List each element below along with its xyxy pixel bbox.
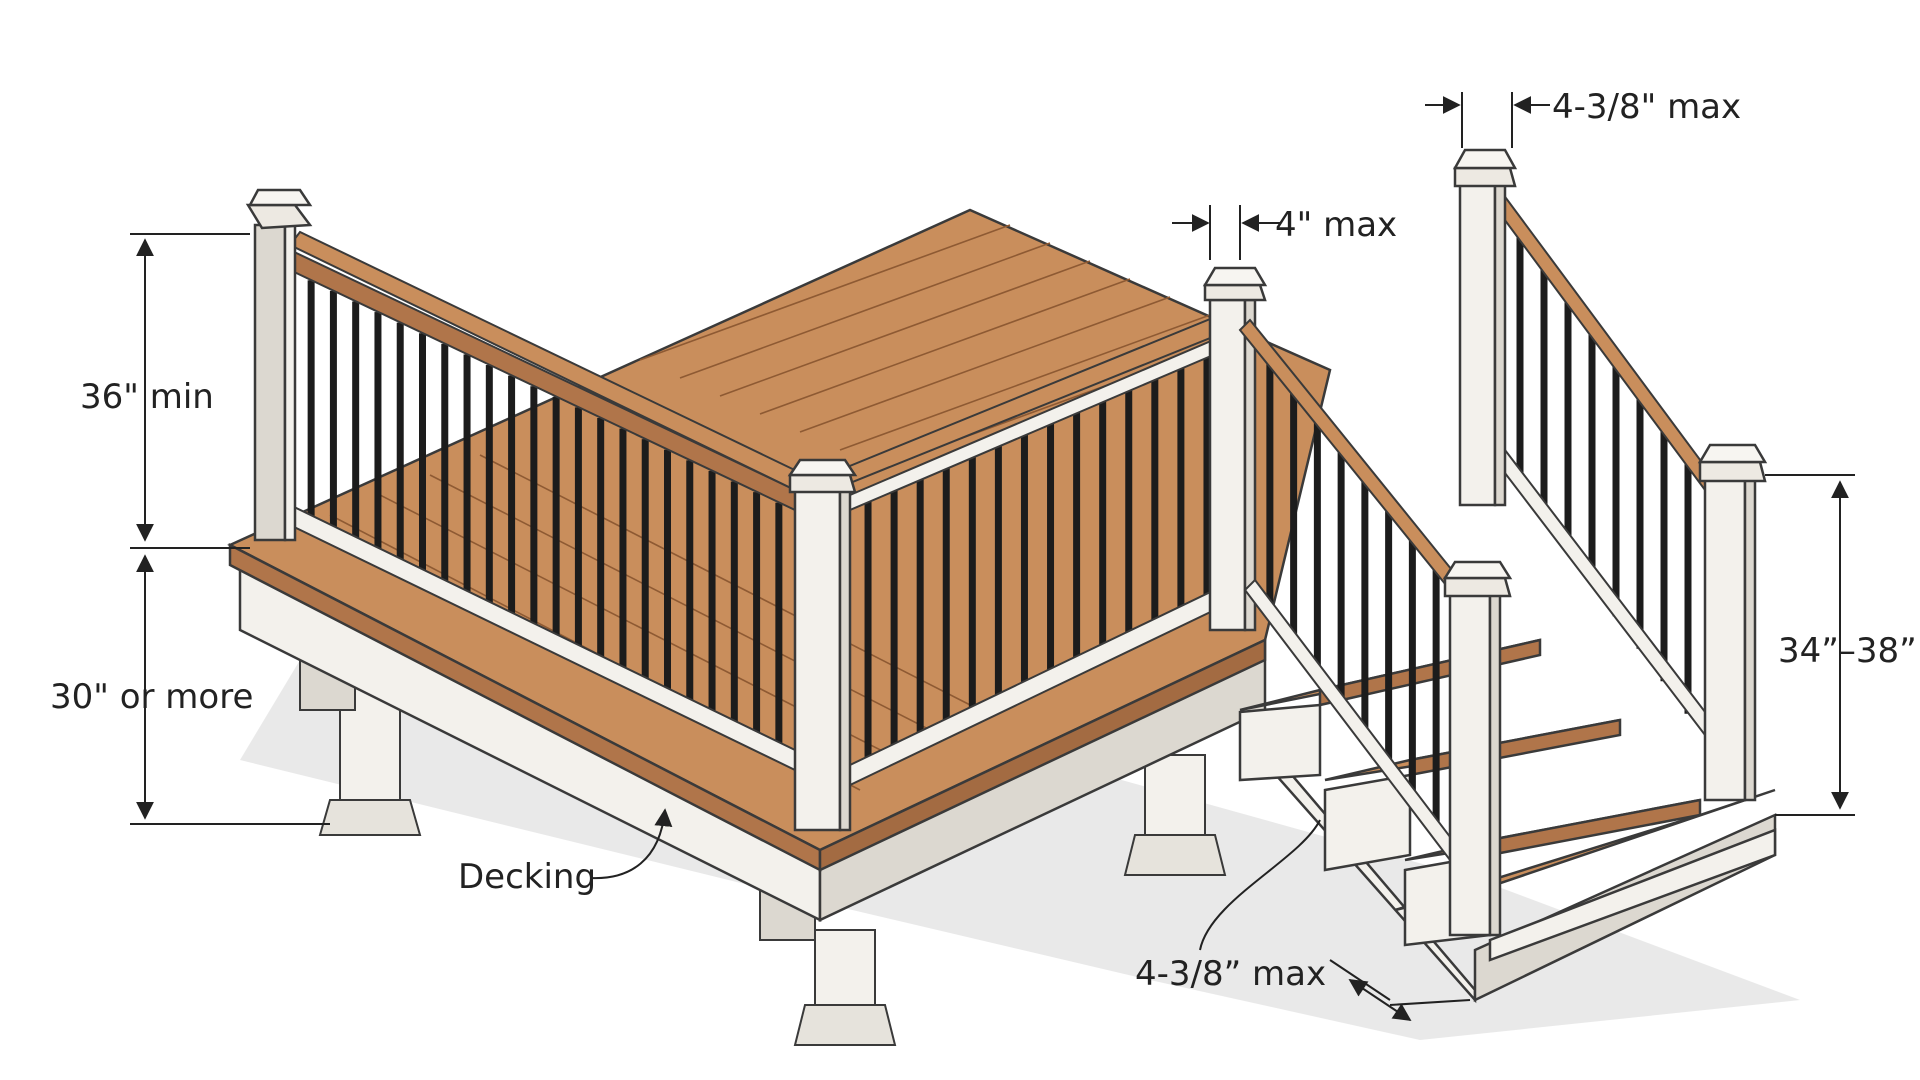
baluster xyxy=(1361,475,1369,741)
railing-posts xyxy=(245,188,1268,832)
back-balusters xyxy=(864,350,1211,769)
baluster xyxy=(1073,407,1081,666)
stair-railing-far xyxy=(1488,188,1717,737)
baluster xyxy=(352,301,360,548)
baluster xyxy=(307,280,315,526)
stair-balusters-far xyxy=(1516,236,1692,714)
baluster xyxy=(1684,463,1692,714)
baluster xyxy=(1660,431,1668,682)
label-stair-gap: 4-3/8” max xyxy=(1135,954,1326,994)
label-stair-baluster-gap: 4-3/8" max xyxy=(1552,87,1741,127)
baluster xyxy=(1290,385,1298,647)
baluster xyxy=(530,386,538,635)
baluster xyxy=(1636,398,1644,649)
baluster xyxy=(708,470,716,722)
baluster xyxy=(552,396,560,646)
baluster xyxy=(1151,373,1159,628)
left-railing xyxy=(288,230,807,772)
dimension-lines xyxy=(130,92,1855,1021)
baluster xyxy=(753,492,761,744)
baluster xyxy=(574,407,582,657)
baluster xyxy=(641,439,649,690)
baluster xyxy=(968,453,976,718)
baluster xyxy=(1337,445,1345,710)
dimension-labels: 36" min 30" or more Decking 4" max 4-3/8… xyxy=(50,87,1917,994)
label-baluster-gap: 4" max xyxy=(1275,205,1397,245)
baluster xyxy=(1125,385,1133,640)
baluster xyxy=(1047,419,1055,679)
baluster xyxy=(1385,505,1393,772)
label-stair-rail-height: 34”–38” xyxy=(1778,631,1917,671)
baluster xyxy=(485,365,493,613)
baluster xyxy=(1432,565,1440,835)
baluster xyxy=(1516,236,1524,487)
baluster xyxy=(864,499,872,769)
baluster xyxy=(942,465,950,730)
baluster xyxy=(890,487,898,756)
baluster xyxy=(775,502,783,755)
baluster xyxy=(1612,366,1620,617)
stair-balusters-near xyxy=(1266,355,1440,835)
baluster xyxy=(619,428,627,679)
baluster xyxy=(597,417,605,668)
baluster xyxy=(1564,301,1572,552)
baluster xyxy=(664,449,671,700)
left-balusters xyxy=(307,280,783,755)
baluster xyxy=(686,460,694,711)
baluster xyxy=(916,476,924,743)
baluster xyxy=(1588,333,1596,584)
baluster xyxy=(396,322,404,570)
baluster xyxy=(1020,430,1028,692)
baluster xyxy=(1177,362,1185,615)
baluster xyxy=(374,312,382,559)
baluster xyxy=(329,290,337,537)
baluster xyxy=(463,354,471,602)
back-railing xyxy=(833,313,1232,787)
baluster xyxy=(441,343,449,591)
baluster xyxy=(730,481,738,733)
baluster xyxy=(1203,350,1211,602)
baluster xyxy=(1099,396,1107,653)
label-railing-height: 36" min xyxy=(80,377,214,417)
label-deck-height: 30" or more xyxy=(50,677,253,717)
stair-posts xyxy=(1442,148,1768,937)
baluster xyxy=(994,442,1002,705)
label-decking: Decking xyxy=(458,857,596,897)
baluster xyxy=(508,375,516,624)
baluster xyxy=(1266,355,1274,616)
baluster xyxy=(1540,268,1548,519)
baluster xyxy=(419,333,426,580)
baluster xyxy=(1313,415,1321,679)
baluster xyxy=(1408,535,1416,804)
deck-support-piers xyxy=(299,654,1227,1046)
